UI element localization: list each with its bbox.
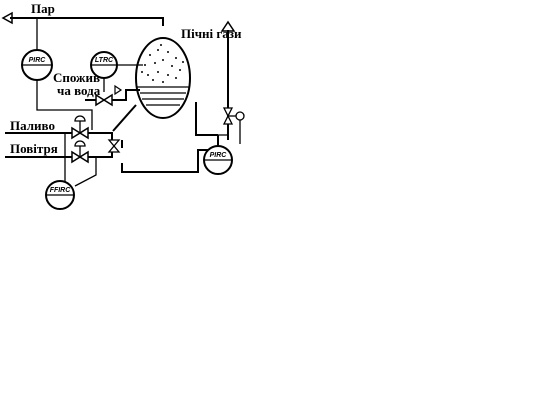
ltrc-tag: LTRC xyxy=(95,57,114,64)
pirc-gas-tag: PIRC xyxy=(210,152,228,159)
pirc-steam-instrument: PIRC xyxy=(21,18,53,81)
burner-valves xyxy=(107,139,121,153)
ltrc-instrument: LTRC xyxy=(90,51,143,92)
furnace-body xyxy=(112,102,218,173)
feed-water-line xyxy=(85,84,140,107)
air-label: Повітря xyxy=(10,141,58,156)
feed-water-label-line1: Спожив xyxy=(53,70,100,85)
feed-water-label-line2: ча вода xyxy=(57,83,101,98)
pirc-steam-tag: PIRC xyxy=(29,57,47,64)
flue-gas-stack xyxy=(217,20,245,150)
ffirc-instrument: FFIRC xyxy=(45,133,97,210)
flue-gases-label: Пічні гази xyxy=(181,26,242,41)
fuel-label: Паливо xyxy=(10,118,55,133)
pressure-signal-line xyxy=(36,80,93,130)
boiler-drum xyxy=(135,37,191,119)
ffirc-tag: FFIRC xyxy=(50,187,72,194)
steam-line xyxy=(1,11,164,26)
steam-label: Пар xyxy=(31,1,55,16)
pirc-gas-instrument: PIRC xyxy=(203,120,241,175)
fuel-line xyxy=(5,115,113,140)
